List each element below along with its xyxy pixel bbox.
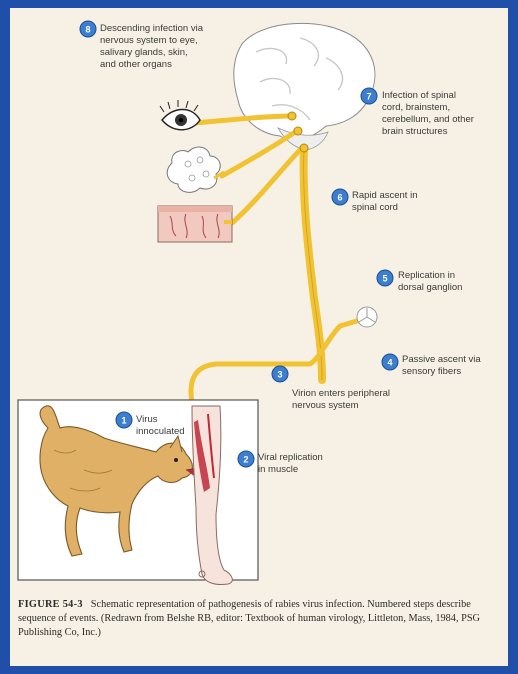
figure-label: FIGURE 54-3: [18, 599, 83, 610]
step-badge-4: 4: [381, 353, 399, 371]
step-label-1: Virus innoculated: [136, 414, 185, 437]
step-label-7: Infection of spinal cord, brainstem, cer…: [382, 90, 474, 137]
svg-text:3: 3: [277, 370, 282, 380]
salivary-gland-icon: [166, 146, 225, 193]
svg-text:6: 6: [337, 193, 342, 203]
sensory-fiber: [188, 315, 370, 406]
dorsal-ganglion: [356, 306, 378, 328]
step-badge-3: 3: [271, 365, 289, 383]
svg-text:7: 7: [366, 92, 371, 102]
step-badge-1: 1: [115, 411, 133, 429]
step-badge-5: 5: [376, 269, 394, 287]
svg-text:8: 8: [85, 25, 90, 35]
svg-text:1: 1: [121, 416, 126, 426]
rabies-pathogenesis-diagram: 1 2 3 4 5 6 7 8: [17, 20, 399, 585]
svg-text:4: 4: [387, 358, 392, 368]
human-leg-illustration: [191, 405, 233, 585]
step-label-8: Descending infection via nervous system …: [100, 23, 203, 70]
caption-text: Schematic representation of pathogenesis…: [18, 599, 480, 638]
figure-page: 1 2 3 4 5 6 7 8 Virus innoculated Viral …: [10, 8, 508, 666]
step-label-4: Passive ascent via sensory fibers: [402, 354, 481, 377]
step-label-6: Rapid ascent in spinal cord: [352, 190, 418, 213]
step-label-2: Viral replication in muscle: [258, 452, 323, 475]
step-badge-8: 8: [79, 20, 97, 38]
peripheral-nerves: [192, 113, 305, 226]
step-badge-6: 6: [331, 188, 349, 206]
spinal-cord: [299, 144, 326, 384]
svg-text:2: 2: [243, 455, 248, 465]
brain: [233, 22, 376, 151]
dog-illustration: [39, 405, 199, 557]
step-badge-2: 2: [237, 450, 255, 468]
step-badge-7: 7: [360, 87, 378, 105]
step-label-5: Replication in dorsal ganglion: [398, 270, 463, 293]
eye-icon: [159, 100, 201, 131]
skin-icon: [157, 205, 233, 243]
step-label-3: Virion enters peripheral nervous system: [292, 388, 391, 411]
svg-text:5: 5: [382, 274, 387, 284]
